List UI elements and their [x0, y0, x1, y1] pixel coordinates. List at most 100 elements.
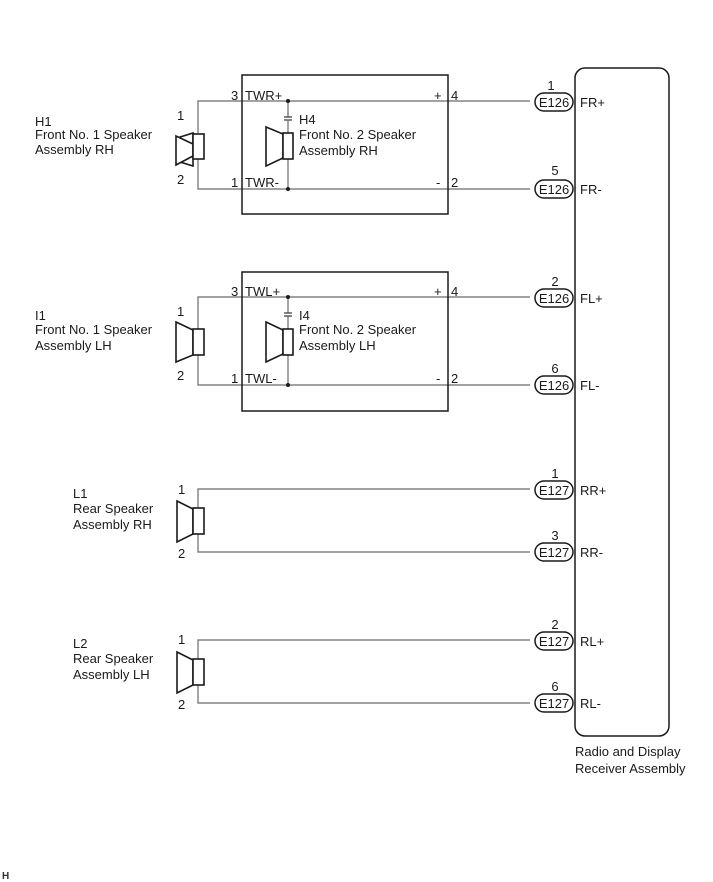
- front-rh-no2-code: H4: [299, 112, 316, 127]
- front-lh-no1-pin-bottom: 2: [177, 368, 184, 383]
- front-rh-plus-conn-id: E126: [539, 95, 569, 110]
- front-rh-minus-signal: FR-: [580, 182, 602, 197]
- rear-lh-pin-top: 1: [178, 632, 185, 647]
- front-lh-plus-conn-pin: 2: [551, 274, 558, 289]
- rear-rh-minus-conn-pin: 3: [551, 528, 558, 543]
- rear-rh-plus-conn-pin: 1: [551, 466, 558, 481]
- rear-lh-plus-signal: RL+: [580, 634, 604, 649]
- junction-dot: [286, 187, 290, 191]
- rear-rh-plus-signal: RR+: [580, 483, 606, 498]
- front-rh-no2-name-line2: Assembly RH: [299, 143, 378, 158]
- front-rh-no1-code: H1: [35, 114, 52, 129]
- rear-rh-plus-conn-id: E127: [539, 483, 569, 498]
- rear-lh-code: L2: [73, 636, 87, 651]
- front-lh-no2-name-line1: Front No. 2 Speaker: [299, 322, 417, 337]
- front-lh-crossover-box: [241, 271, 449, 412]
- front-lh-no1-code: I1: [35, 308, 46, 323]
- receiver-label-line1: Radio and Display: [575, 744, 681, 759]
- connector-badge: [534, 179, 574, 199]
- front-lh-no1-pin-top: 1: [177, 304, 184, 319]
- front-lh-out-minus-sign: -: [436, 371, 440, 386]
- front-rh-minus-conn-id: E126: [539, 182, 569, 197]
- connector-badge: [534, 92, 574, 112]
- rear-lh-name-line1: Rear Speaker: [73, 651, 154, 666]
- front-lh-group: I1 Front No. 1 Speaker Assembly LH 1 2 3…: [35, 271, 603, 412]
- junction-dot: [286, 383, 290, 387]
- front-rh-minus-conn-pin: 5: [551, 163, 558, 178]
- front-rh-in-plus-num: 3: [231, 88, 238, 103]
- front-rh-out-plus-sign: +: [434, 88, 442, 103]
- front-lh-out-plus-sign: +: [434, 284, 442, 299]
- front-lh-out-minus-num: 2: [451, 371, 458, 386]
- connector-badge: [534, 631, 574, 651]
- front-rh-plus-wire: [197, 100, 530, 133]
- front-lh-in-minus-num: 1: [231, 371, 238, 386]
- front-lh-in-minus-label: TWL-: [245, 371, 277, 386]
- rear-lh-minus-signal: RL-: [580, 696, 601, 711]
- rear-rh-group: L1 Rear Speaker Assembly RH 1 2 1 E127 R…: [73, 466, 606, 562]
- speaker-icon: [176, 499, 205, 544]
- front-rh-plus-signal: FR+: [580, 95, 605, 110]
- front-lh-no2-code: I4: [299, 308, 310, 323]
- speaker-icon: [265, 125, 294, 168]
- connector-badge: [534, 542, 574, 562]
- connector-badge: [534, 288, 574, 308]
- connector-badge: [534, 375, 574, 395]
- front-rh-no1-name-line2: Assembly RH: [35, 142, 114, 157]
- speaker-icon: [176, 650, 205, 695]
- front-lh-no2-name-line2: Assembly LH: [299, 338, 376, 353]
- front-rh-group: H1 Front No. 1 Speaker Assembly RH 1 2 3…: [35, 74, 605, 215]
- rear-lh-plus-conn-id: E127: [539, 634, 569, 649]
- rear-lh-plus-wire: [197, 639, 530, 660]
- rear-lh-minus-conn-id: E127: [539, 696, 569, 711]
- receiver-label-line2: Receiver Assembly: [575, 761, 686, 776]
- rear-rh-pin-bottom: 2: [178, 546, 185, 561]
- front-rh-no1-pin-bottom: 2: [177, 172, 184, 187]
- rear-lh-pin-bottom: 2: [178, 697, 185, 712]
- rear-rh-pin-top: 1: [178, 482, 185, 497]
- front-rh-no1-pin-top: 1: [177, 108, 184, 123]
- junction-dot: [286, 99, 290, 103]
- receiver-assembly-box: [574, 67, 670, 737]
- capacitor-icon: [284, 116, 292, 121]
- rear-rh-minus-wire: [197, 534, 530, 553]
- front-rh-plus-conn-pin: 1: [547, 78, 554, 93]
- front-lh-minus-signal: FL-: [580, 378, 600, 393]
- front-lh-out-plus-num: 4: [451, 284, 458, 299]
- front-lh-plus-wire: [197, 296, 530, 330]
- capacitor-icon: [284, 312, 292, 317]
- front-lh-minus-conn-pin: 6: [551, 361, 558, 376]
- speaker-icon: [265, 320, 294, 364]
- speaker-icon: [175, 131, 205, 168]
- front-rh-out-minus-sign: -: [436, 175, 440, 190]
- rear-lh-plus-conn-pin: 2: [551, 617, 558, 632]
- front-lh-no1-name-line1: Front No. 1 Speaker: [35, 322, 153, 337]
- front-lh-in-plus-label: TWL+: [245, 284, 280, 299]
- rear-rh-minus-signal: RR-: [580, 545, 603, 560]
- rear-rh-plus-wire: [197, 488, 530, 509]
- rear-lh-group: L2 Rear Speaker Assembly LH 1 2 2 E127 R…: [73, 617, 604, 713]
- footer-mark: H: [2, 871, 9, 882]
- front-rh-out-minus-num: 2: [451, 175, 458, 190]
- front-rh-out-plus-num: 4: [451, 88, 458, 103]
- rear-rh-name-line2: Assembly RH: [73, 517, 152, 532]
- front-lh-plus-signal: FL+: [580, 291, 603, 306]
- rear-lh-minus-conn-pin: 6: [551, 679, 558, 694]
- front-rh-no2-name-line1: Front No. 2 Speaker: [299, 127, 417, 142]
- rear-rh-minus-conn-id: E127: [539, 545, 569, 560]
- front-rh-in-minus-num: 1: [231, 175, 238, 190]
- front-lh-in-plus-num: 3: [231, 284, 238, 299]
- front-lh-no1-name-line2: Assembly LH: [35, 338, 112, 353]
- rear-lh-minus-wire: [197, 685, 530, 704]
- connector-badge: [534, 693, 574, 713]
- front-lh-plus-conn-id: E126: [539, 291, 569, 306]
- front-rh-no1-name-line1: Front No. 1 Speaker: [35, 127, 153, 142]
- rear-rh-name-line1: Rear Speaker: [73, 501, 154, 516]
- front-lh-minus-conn-id: E126: [539, 378, 569, 393]
- connector-badge: [534, 480, 574, 500]
- front-rh-in-plus-label: TWR+: [245, 88, 282, 103]
- front-rh-in-minus-label: TWR-: [245, 175, 279, 190]
- front-rh-minus-wire: [197, 159, 530, 190]
- front-rh-crossover-box: [241, 74, 449, 215]
